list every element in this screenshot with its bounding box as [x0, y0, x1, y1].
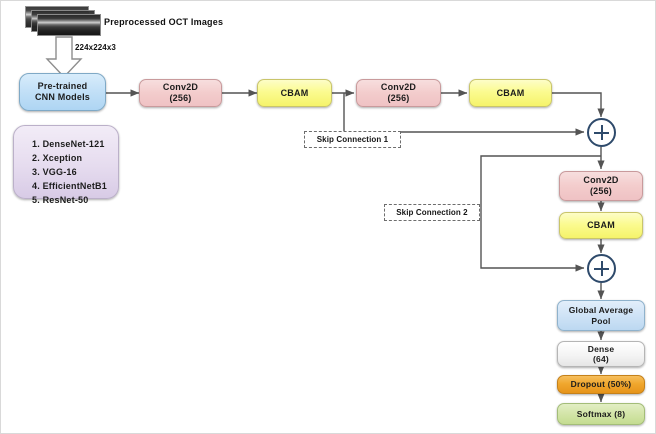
skip-connection-1-text: Skip Connection 1: [316, 135, 389, 144]
skip-connection-1-label: Skip Connection 1: [304, 131, 401, 148]
conv1-filters: (256): [169, 93, 192, 103]
softmax-name: Softmax (8): [576, 408, 626, 419]
conv3-filters: (256): [589, 186, 612, 196]
block-cbam-2[interactable]: CBAM: [469, 79, 552, 107]
dense-units: (64): [593, 354, 609, 364]
backbone-label-line1: Pre-trained: [37, 81, 88, 92]
block-cbam-1[interactable]: CBAM: [257, 79, 332, 107]
list-item: 5. ResNet-50: [32, 194, 89, 205]
block-softmax[interactable]: Softmax (8): [557, 403, 645, 425]
page-title: Preprocessed OCT Images: [104, 17, 224, 27]
cbam1-name: CBAM: [280, 87, 309, 98]
block-global-average-pool[interactable]: Global Average Pool: [557, 300, 645, 331]
skip-connection-2-label: Skip Connection 2: [384, 204, 480, 221]
dense-name: Dense: [587, 343, 615, 354]
gap-label-line1: Global Average: [568, 305, 634, 316]
add-node-2: [587, 254, 616, 283]
list-item: 2. Xception: [32, 152, 83, 163]
backbone-label-line2: CNN Models: [34, 92, 90, 102]
conv2-name: Conv2D: [380, 82, 417, 93]
skip-connection-2-text: Skip Connection 2: [396, 208, 468, 217]
conv2-filters: (256): [387, 93, 410, 103]
add-node-1: [587, 118, 616, 147]
dropout-name: Dropout (50%): [570, 379, 632, 390]
list-item: 3. VGG-16: [32, 166, 77, 177]
input-flow-arrow: [45, 36, 83, 79]
block-pretrained-cnn-models[interactable]: Pre-trained CNN Models: [19, 73, 106, 111]
cbam3-name: CBAM: [587, 220, 615, 231]
block-dense[interactable]: Dense (64): [557, 341, 645, 367]
wire-cbam2-to-add1: [552, 92, 605, 118]
block-conv2d-3[interactable]: Conv2D (256): [559, 171, 643, 201]
block-dropout[interactable]: Dropout (50%): [557, 375, 645, 394]
gap-label-line2: Pool: [591, 315, 611, 326]
cbam2-name: CBAM: [496, 87, 525, 98]
conv3-name: Conv2D: [583, 175, 619, 186]
block-cbam-3[interactable]: CBAM: [559, 212, 643, 239]
list-item: 4. EfficientNetB1: [32, 180, 107, 191]
conv1-name: Conv2D: [162, 82, 199, 93]
block-conv2d-1[interactable]: Conv2D (256): [139, 79, 222, 107]
input-dimension-label: 224x224x3: [75, 43, 116, 52]
block-conv2d-2[interactable]: Conv2D (256): [356, 79, 441, 107]
oct-scan-stack-icon: [25, 6, 101, 36]
wire-skip-connection-2: [480, 155, 601, 272]
list-item: 1. DenseNet-121: [32, 139, 105, 149]
backbone-model-list[interactable]: 1. DenseNet-121 2. Xception 3. VGG-16 4.…: [13, 125, 119, 205]
